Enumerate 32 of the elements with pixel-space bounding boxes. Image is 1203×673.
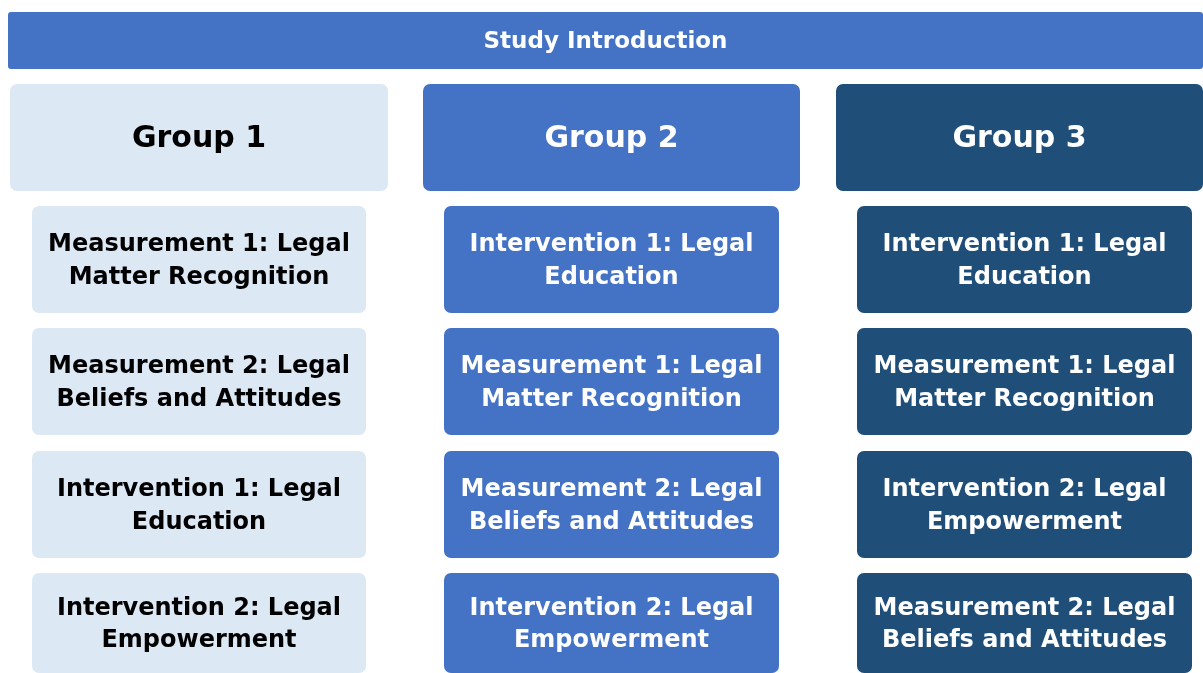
group-title: Group 1 (130, 118, 268, 157)
title-text: Study Introduction (482, 25, 729, 55)
step-box (32, 328, 366, 435)
step-label: Measurement 1: Legal Matter Recognition (459, 350, 764, 414)
group-title: Group 2 (543, 118, 680, 157)
step-box (857, 573, 1192, 673)
step-box (32, 451, 366, 558)
step-box (444, 451, 779, 558)
group-header (423, 84, 800, 191)
step-box (32, 206, 366, 313)
step-label: Measurement 1: Legal Matter Recognition (47, 228, 351, 292)
step-box (444, 573, 779, 673)
step-label: Intervention 1: Legal Education (468, 228, 755, 292)
step-box (857, 206, 1192, 313)
step-box (857, 328, 1192, 435)
step-label: Intervention 1: Legal Education (55, 473, 343, 537)
step-label: Intervention 1: Legal Education (881, 228, 1168, 292)
step-box (32, 573, 366, 673)
title-bar (8, 12, 1203, 69)
step-label: Intervention 2: Legal Empowerment (468, 591, 755, 655)
group-title: Group 3 (951, 118, 1088, 157)
step-box (444, 206, 779, 313)
step-box (857, 451, 1192, 558)
step-label: Intervention 2: Legal Empowerment (55, 591, 343, 655)
step-label: Measurement 2: Legal Beliefs and Attitudes (872, 591, 1177, 655)
step-label: Measurement 1: Legal Matter Recognition (872, 350, 1177, 414)
step-label: Measurement 2: Legal Beliefs and Attitudes (47, 350, 351, 414)
group-header (10, 84, 388, 191)
step-label: Intervention 2: Legal Empowerment (881, 473, 1168, 537)
step-box (444, 328, 779, 435)
group-header (836, 84, 1203, 191)
step-label: Measurement 2: Legal Beliefs and Attitudes (459, 473, 764, 537)
